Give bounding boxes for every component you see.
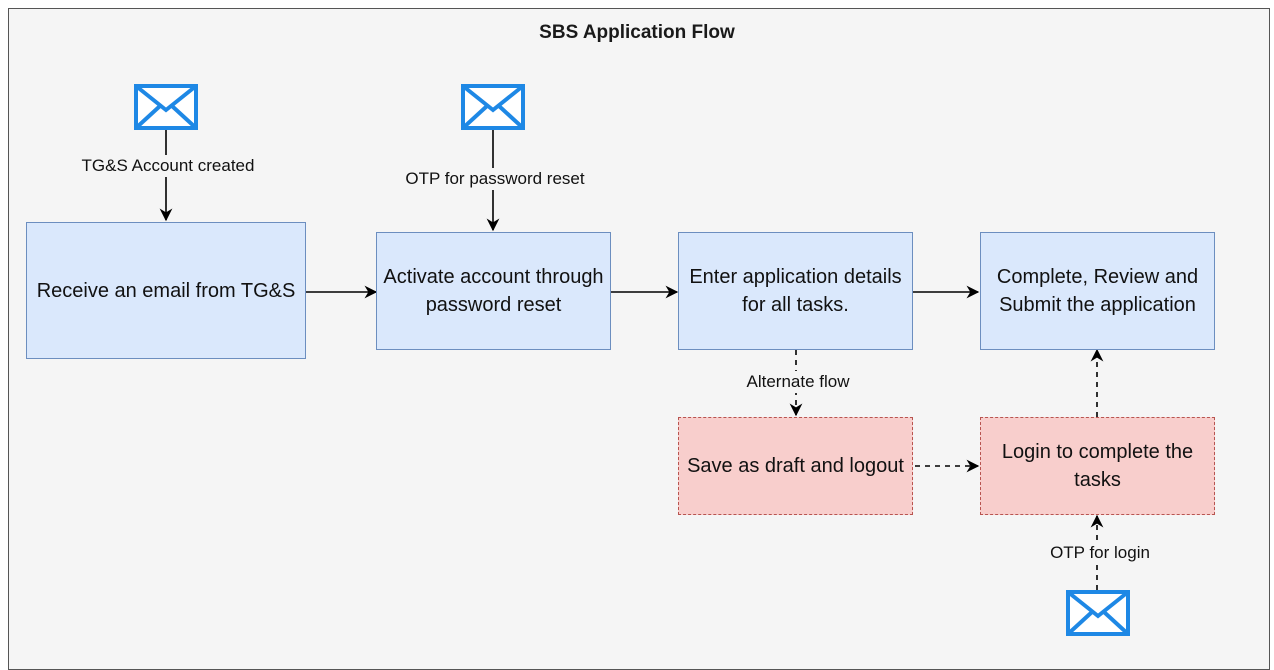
mail-envelope-icon [134, 84, 198, 130]
node-label: Save as draft and logout [687, 455, 904, 477]
mail-envelope-icon [1066, 590, 1130, 636]
node-label: Receive an email from TG&S [36, 279, 296, 302]
node-label: Enter application details for all tasks. [689, 266, 902, 316]
node-label: Activate account through password reset [383, 266, 604, 316]
node-enter-details[interactable]: Enter application details for all tasks. [678, 232, 913, 350]
node-activate-account[interactable]: Activate account through password reset [376, 232, 611, 350]
diagram-title: SBS Application Flow [539, 22, 735, 43]
node-receive-email[interactable]: Receive an email from TG&S [26, 222, 306, 359]
node-label: Complete, Review and Submit the applicat… [996, 266, 1199, 316]
node-login-complete[interactable]: Login to complete the tasks [980, 417, 1215, 515]
node-label: Login to complete the tasks [1001, 441, 1194, 491]
edge-label-account-created: TG&S Account created [60, 155, 276, 177]
edge-label-alternate-flow: Alternate flow [729, 371, 867, 393]
mail-envelope-icon [461, 84, 525, 130]
edge-label-otp-password-reset: OTP for password reset [382, 168, 608, 190]
node-complete-submit[interactable]: Complete, Review and Submit the applicat… [980, 232, 1215, 350]
node-save-draft[interactable]: Save as draft and logout [678, 417, 913, 515]
edge-label-otp-login: OTP for login [1036, 542, 1164, 564]
